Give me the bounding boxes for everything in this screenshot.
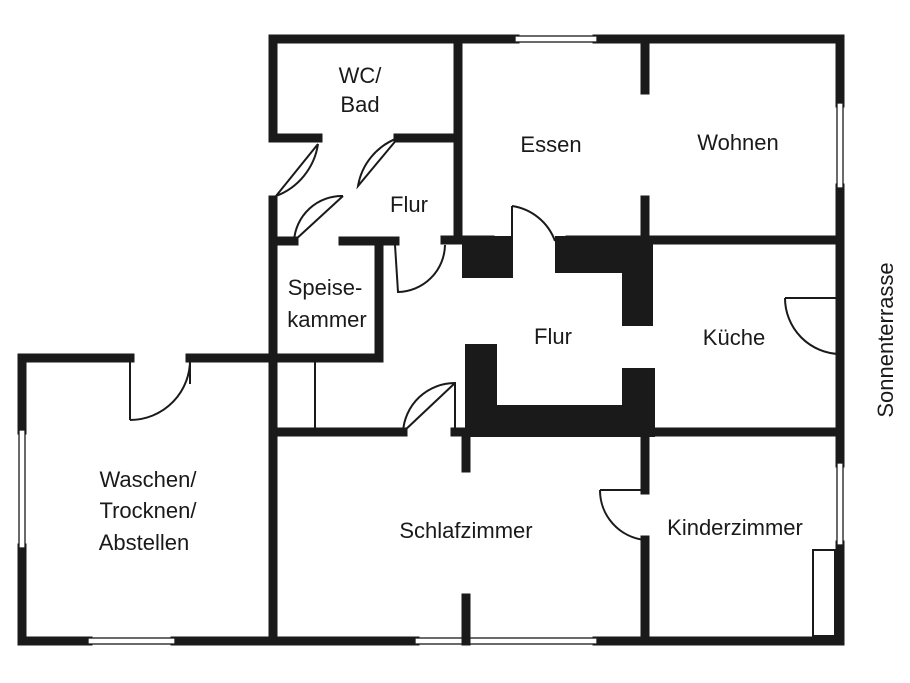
label-flur-center: Flur — [534, 324, 572, 349]
label-wc-line2: Bad — [340, 92, 379, 117]
door-schlafzimmer — [402, 381, 456, 433]
door-speisekammer — [293, 194, 344, 242]
label-wohnen: Wohnen — [697, 130, 779, 155]
label-speise: Speise- — [288, 275, 363, 300]
door-terrasse — [784, 297, 841, 355]
label-flur-upper: Flur — [390, 192, 428, 217]
label-schlafzimmer: Schlafzimmer — [399, 518, 532, 543]
door-wc — [356, 137, 399, 190]
label-waschen-line2: Trocknen/ — [99, 498, 197, 523]
door-flur-left — [275, 143, 319, 197]
thin-details — [314, 362, 836, 637]
windows — [18, 35, 844, 645]
label-waschen-line3: Abstellen — [99, 530, 190, 555]
door-waschen — [129, 357, 192, 421]
label-waschen-line1: Waschen/ — [99, 467, 197, 492]
label-essen: Essen — [520, 132, 581, 157]
window-bottom-waschen — [87, 637, 176, 645]
window-right-wohnen — [836, 102, 844, 189]
window-left-waschen — [18, 429, 26, 549]
solid-masses — [462, 236, 655, 437]
closet-kinderzimmer — [812, 549, 836, 637]
label-kammer: kammer — [287, 307, 366, 332]
room-labels: WC/ Bad Flur Essen Wohnen Speise- kammer… — [99, 63, 898, 555]
door-kinderzimmer — [598, 489, 646, 541]
window-right-kinderzimmer — [836, 462, 844, 546]
label-sonnenterrasse: Sonnenterrasse — [873, 262, 898, 417]
window-top — [514, 35, 598, 43]
label-kueche: Küche — [703, 325, 765, 350]
door-upper-flur — [394, 244, 446, 294]
doors — [129, 137, 841, 541]
window-bottom-schlafzimmer — [414, 637, 598, 645]
door-essen — [511, 205, 556, 278]
label-wc-line1: WC/ — [339, 63, 383, 88]
label-kinderzimmer: Kinderzimmer — [667, 515, 803, 540]
outer-walls — [17, 34, 845, 646]
